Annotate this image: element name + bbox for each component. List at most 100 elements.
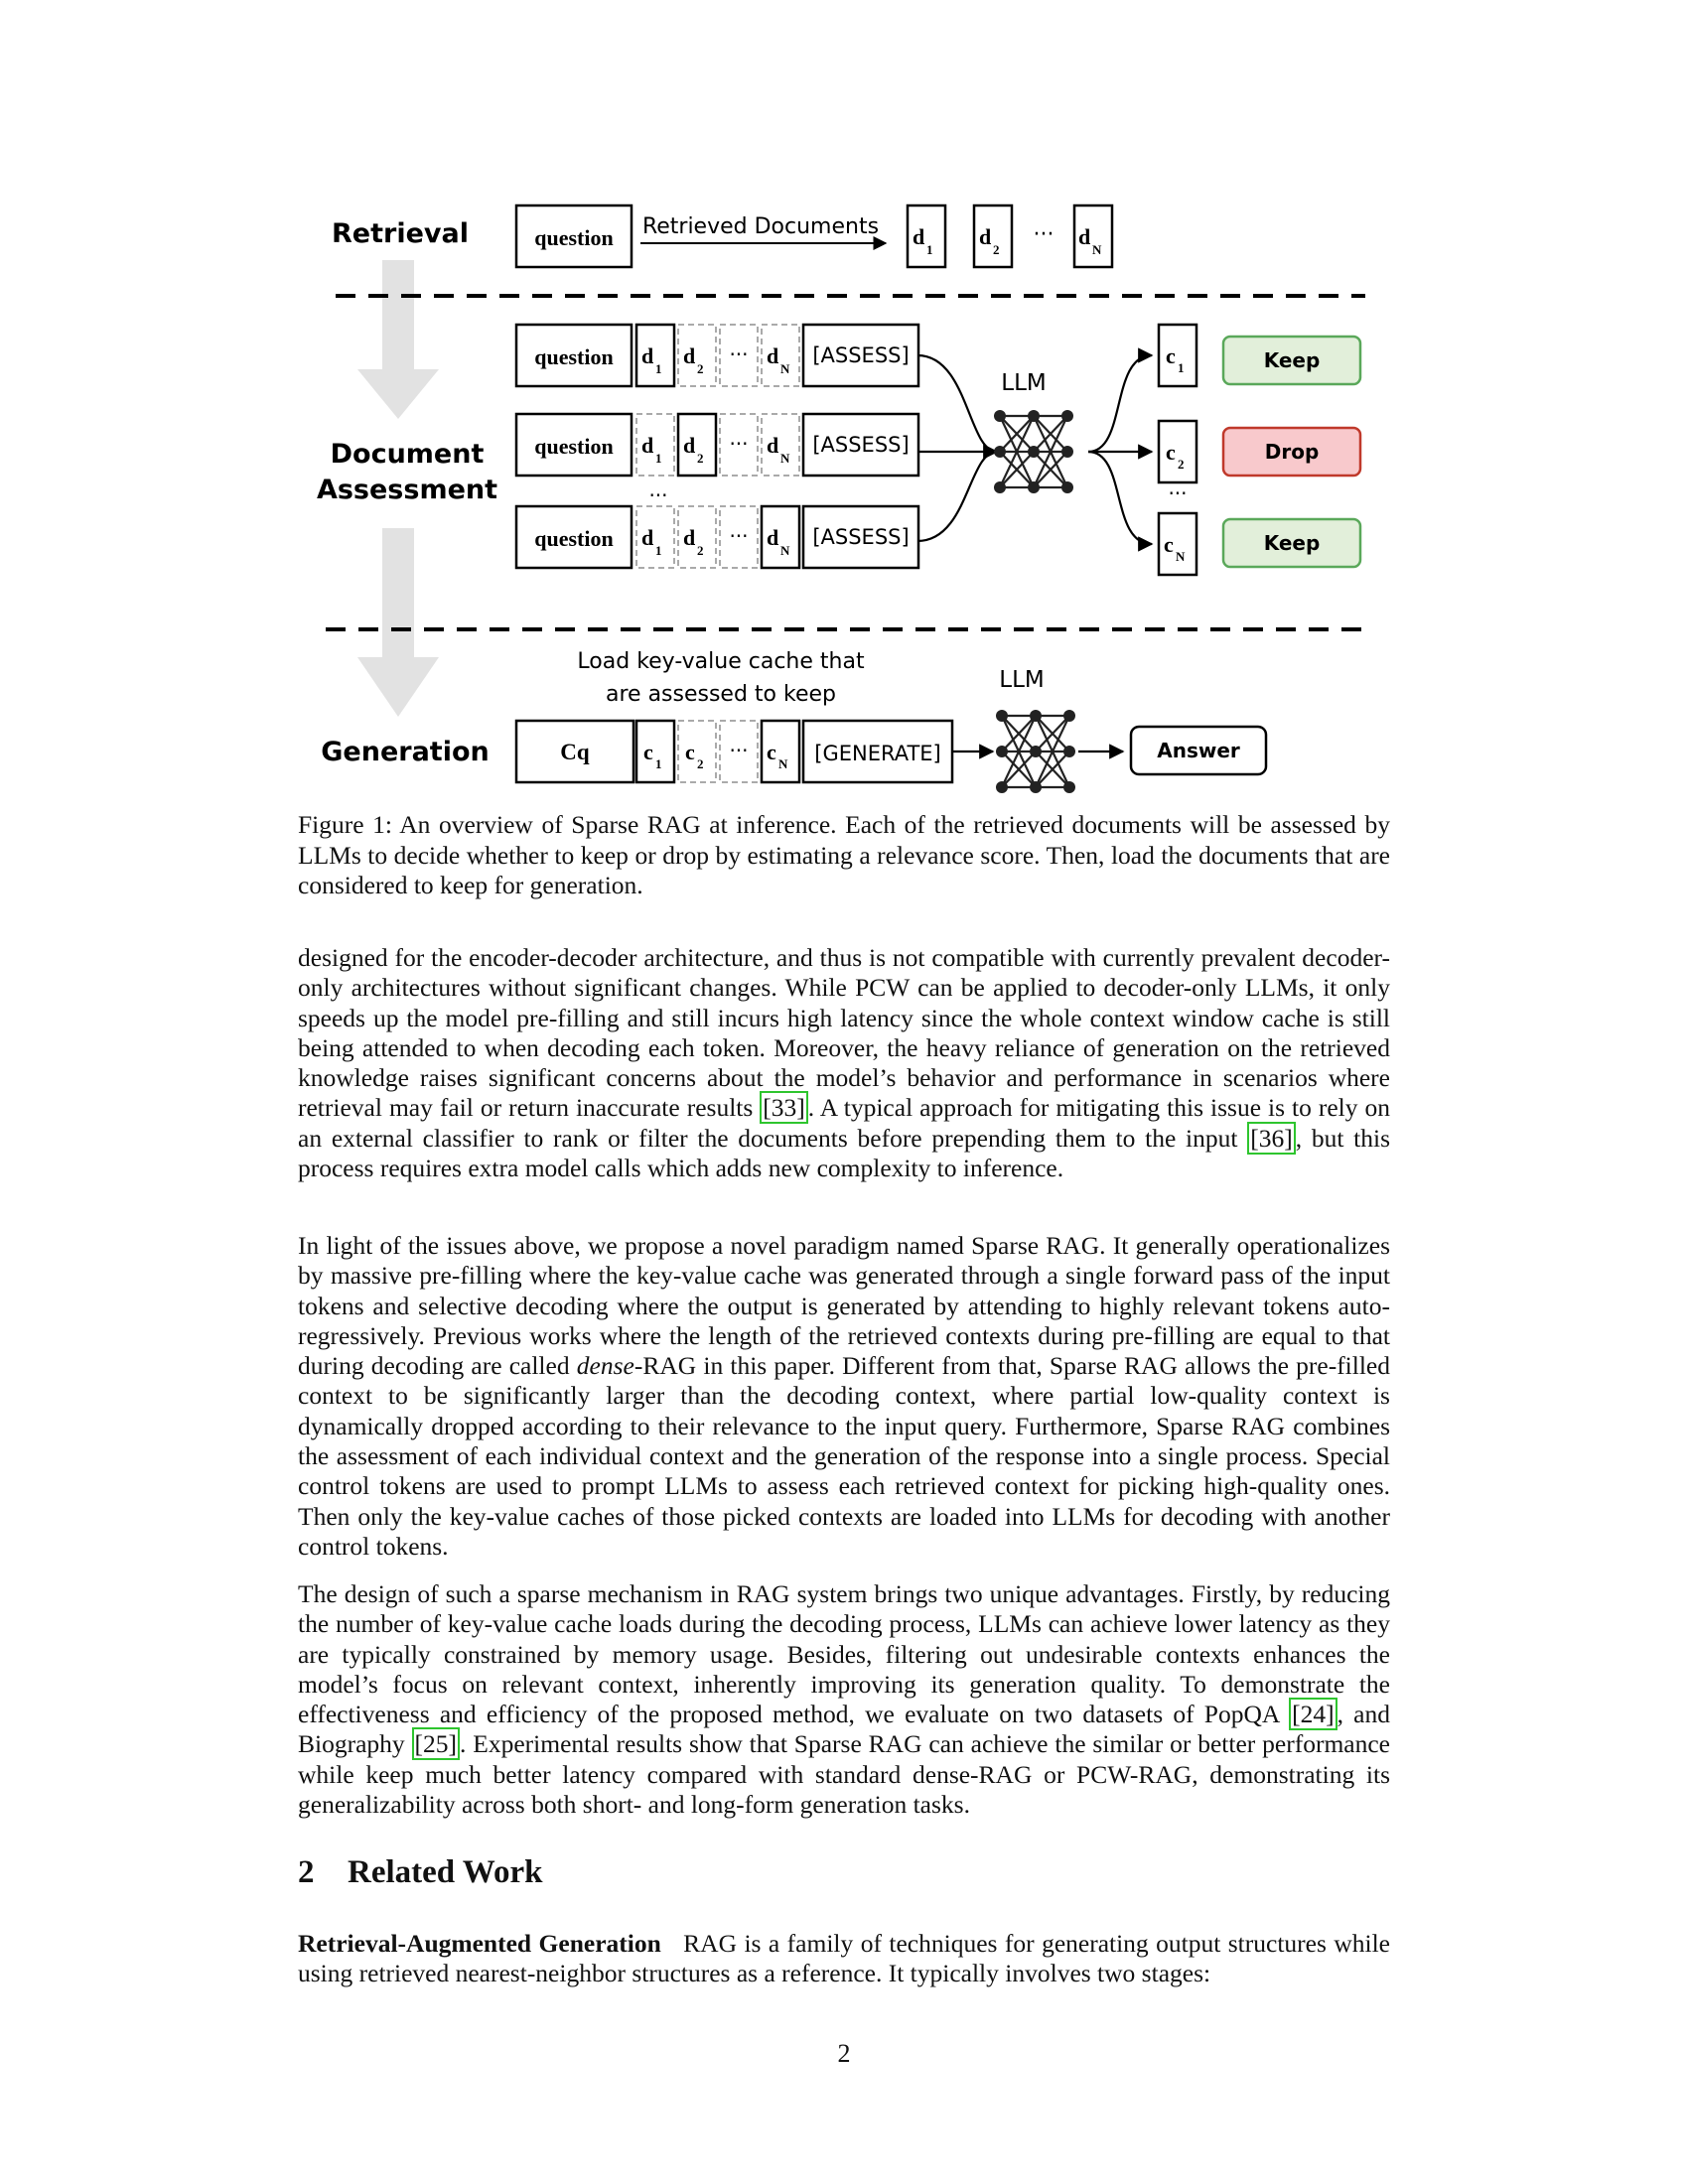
section-number: 2 xyxy=(298,1854,315,1890)
question-box xyxy=(514,504,633,570)
svg-text:2: 2 xyxy=(697,756,704,771)
stage-label-assessment-line2: Assessment xyxy=(317,475,497,505)
llm-label-assessment: LLM xyxy=(1001,370,1046,396)
svg-text:Cq: Cq xyxy=(560,740,590,764)
svg-text:N: N xyxy=(778,756,788,771)
assess-token-box xyxy=(801,504,920,570)
context-c2: c 2 xyxy=(1157,419,1198,484)
stage-flow-arrow-1 xyxy=(357,260,439,419)
question-label: question xyxy=(534,225,613,250)
paragraph-heading: Retrieval-Augmented Generation xyxy=(298,1929,661,1958)
load-cache-note-line2: are assessed to keep xyxy=(606,682,836,707)
doc-box xyxy=(761,324,800,387)
retrieved-documents-label: Retrieved Documents xyxy=(642,214,879,239)
doc-subscript: 2 xyxy=(697,361,704,376)
svg-text:[GENERATE]: [GENERATE] xyxy=(814,742,940,765)
svg-text:1: 1 xyxy=(1178,360,1185,375)
paragraph-2: In light of the issues above, we propose… xyxy=(298,1231,1391,1561)
citation-link[interactable]: [25] xyxy=(411,1727,461,1761)
svg-text:1: 1 xyxy=(926,242,933,257)
gen-context-c2-dropped: c 2 xyxy=(677,720,717,783)
svg-text:N: N xyxy=(1176,549,1186,564)
question-box xyxy=(514,412,633,478)
assess-token: [ASSESS] xyxy=(812,525,909,549)
doc-box xyxy=(635,413,675,477)
citation-link[interactable]: [36] xyxy=(1247,1121,1296,1155)
svg-text:Keep: Keep xyxy=(1264,348,1321,372)
gen-ellipsis-box: ··· xyxy=(719,720,759,783)
emphasis-dense: dense xyxy=(576,1351,634,1381)
llm-network-generation xyxy=(996,710,1075,793)
paragraph-4: Retrieval-Augmented Generation RAG is a … xyxy=(298,1929,1391,1988)
retrieved-doc-n: d N xyxy=(1072,204,1114,269)
svg-text:c: c xyxy=(1164,532,1174,557)
page-number: 2 xyxy=(837,2039,851,2068)
doc-ellipsis-box xyxy=(719,505,759,569)
doc-box xyxy=(634,323,676,388)
doc-ellipsis-box xyxy=(719,413,759,477)
doc-ellipsis: ··· xyxy=(729,432,748,456)
doc-ellipsis: ··· xyxy=(729,524,748,548)
question-box xyxy=(514,204,633,269)
load-cache-note-line1: Load key-value cache that xyxy=(577,649,865,674)
assess-token: [ASSESS] xyxy=(812,433,909,457)
doc-box xyxy=(676,412,718,478)
doc-box xyxy=(677,324,717,387)
citation-link[interactable]: [33] xyxy=(760,1091,808,1125)
svg-text:d: d xyxy=(979,224,991,249)
doc-letter: d xyxy=(767,433,778,458)
question-label: question xyxy=(534,434,613,459)
doc-box xyxy=(761,413,800,477)
assess-token-box xyxy=(801,412,920,478)
svg-text:Answer: Answer xyxy=(1157,739,1240,762)
svg-text:1: 1 xyxy=(655,756,662,771)
citation-link[interactable]: [24] xyxy=(1289,1698,1337,1731)
keep-badge-2: Keep xyxy=(1221,517,1362,569)
context-cn: c N xyxy=(1157,511,1198,577)
doc-subscript: N xyxy=(780,361,790,376)
doc-letter: d xyxy=(641,433,653,458)
gen-context-cn: c N xyxy=(760,719,801,784)
section-title: Related Work xyxy=(348,1854,543,1890)
svg-text:2: 2 xyxy=(1178,457,1185,472)
context-c1: c 1 xyxy=(1157,323,1198,388)
retrieved-ellipsis: ··· xyxy=(1034,222,1055,247)
context-ellipsis: ··· xyxy=(1168,481,1187,505)
llm-label-generation: LLM xyxy=(999,667,1044,693)
question-label: question xyxy=(534,526,613,551)
keep-badge-1: Keep xyxy=(1221,335,1362,386)
stage-flow-arrow-2 xyxy=(357,528,439,717)
doc-subscript: 1 xyxy=(655,543,662,558)
rows-ellipsis: ··· xyxy=(648,483,667,507)
svg-text:c: c xyxy=(643,740,653,764)
doc-letter: d xyxy=(767,343,778,368)
doc-subscript: 1 xyxy=(655,451,662,466)
doc-letter: d xyxy=(641,525,653,550)
svg-text:Drop: Drop xyxy=(1265,440,1320,464)
doc-subscript: 2 xyxy=(697,451,704,466)
assess-to-llm-curve-3 xyxy=(916,450,998,543)
doc-letter: d xyxy=(767,525,778,550)
doc-box xyxy=(760,504,801,570)
doc-ellipsis: ··· xyxy=(729,342,748,366)
doc-box xyxy=(635,505,675,569)
retrieved-doc-2: d 2 xyxy=(972,204,1014,269)
stage-label-assessment-line1: Document xyxy=(331,439,485,470)
stage-label-retrieval: Retrieval xyxy=(332,218,469,249)
doc-ellipsis-box xyxy=(719,324,759,387)
paragraph-1: designed for the encoder-decoder archite… xyxy=(298,943,1391,1183)
doc-subscript: 2 xyxy=(697,543,704,558)
question-label: question xyxy=(534,344,613,369)
generate-token-box: [GENERATE] xyxy=(801,719,954,784)
llm-to-cn-curve xyxy=(1087,450,1154,552)
svg-text:N: N xyxy=(1092,242,1102,257)
gen-context-c1: c 1 xyxy=(634,719,676,784)
paragraph-3: The design of such a sparse mechanism in… xyxy=(298,1579,1390,1820)
cq-box: Cq xyxy=(514,719,635,784)
section-heading: 2 Related Work xyxy=(298,1854,542,1891)
svg-text:Keep: Keep xyxy=(1264,531,1321,555)
stage-label-generation: Generation xyxy=(321,737,489,767)
retrieved-doc-1: d 1 xyxy=(906,204,947,269)
